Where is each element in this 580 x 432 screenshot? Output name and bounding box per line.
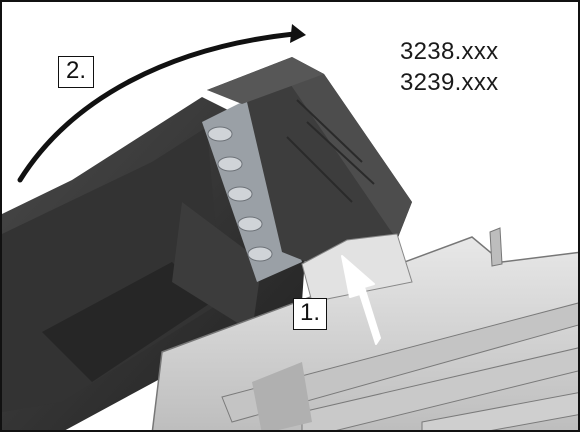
part-code-list: 3238.xxx 3239.xxx — [400, 36, 498, 98]
part-code: 3238.xxx — [400, 38, 499, 65]
step-2-label: 2. — [58, 56, 94, 88]
rotate-arrow — [17, 24, 306, 183]
step-1-label: 1. — [293, 298, 327, 330]
grille-panel — [151, 227, 578, 430]
connector-block — [207, 57, 412, 264]
contact-strip — [202, 97, 302, 282]
push-arrow — [341, 255, 381, 345]
part-code: 3239.xxx — [400, 69, 499, 96]
